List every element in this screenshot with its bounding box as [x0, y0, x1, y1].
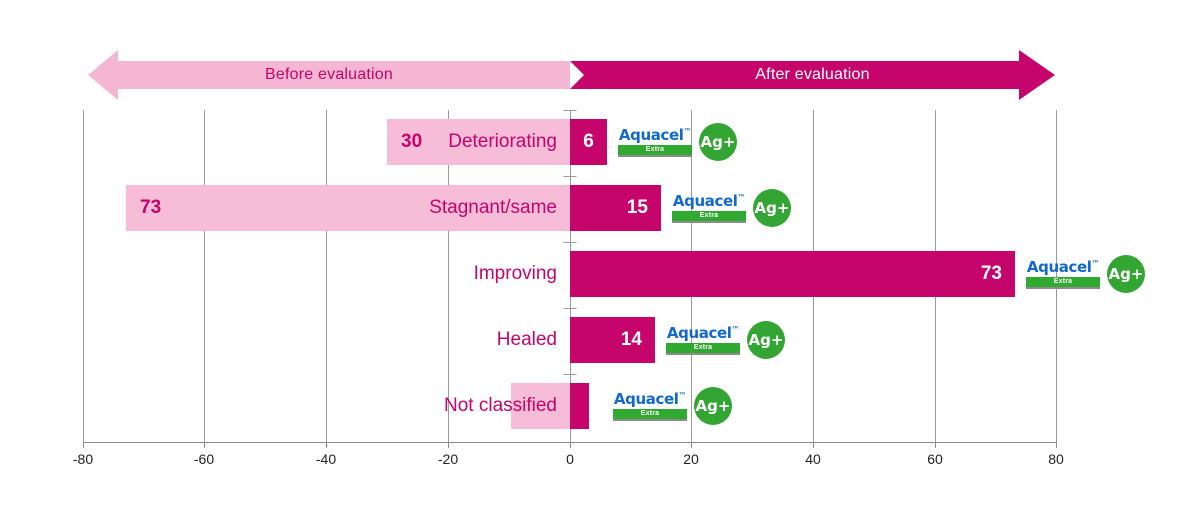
aquacel-extra-label: Extra	[645, 146, 665, 153]
aquacel-word-text: Aquacel	[1026, 257, 1092, 276]
category-label-not-classified: Not classified	[444, 395, 557, 416]
tick-mark--20	[448, 442, 449, 448]
aquacel-extra-bar: Extra	[613, 408, 687, 421]
aquacel-wordmark: Aquacel™	[613, 389, 687, 408]
aquacel-extra-label: Extra	[640, 410, 660, 417]
tick-mark--60	[204, 442, 205, 448]
tick-label--40: -40	[315, 451, 337, 467]
category-label-healed: Healed	[496, 329, 557, 350]
aquacel-mark: Aquacel™ Extra	[618, 125, 692, 157]
aquacel-extra-label: Extra	[699, 212, 719, 219]
gridline--20	[448, 110, 449, 442]
zero-notch-top	[563, 110, 577, 111]
bar-row-stagnant-same: 73 Stagnant/same 15 Aquacel™ Extra Ag+	[83, 176, 1057, 242]
gridline--40	[326, 110, 327, 442]
bar-after-healed	[570, 317, 655, 363]
plot-area: 30 Deteriorating 6 Aquacel™ Extra Ag+ 73…	[73, 110, 1145, 467]
bar-row-not-classified: Not classified Aquacel™ Extra Ag+	[83, 374, 1057, 440]
ag-plus-badge-icon: Ag+	[699, 123, 737, 161]
bar-after-deteriorating	[570, 119, 607, 165]
aquacel-extra-bar: Extra	[618, 144, 692, 157]
tick-label-20: 20	[683, 451, 699, 467]
category-label-stagnant-same: Stagnant/same	[429, 197, 557, 218]
trademark-icon: ™	[683, 126, 692, 136]
ag-plus-badge-icon: Ag+	[753, 189, 791, 227]
tick-label--20: -20	[437, 451, 459, 467]
logo-aquacel-not-classified: Aquacel™ Extra Ag+	[613, 380, 732, 432]
logo-aquacel-improving: Aquacel™ Extra Ag+	[1026, 248, 1145, 300]
tick-label-80: 80	[1048, 451, 1064, 467]
bar-before-stagnant-same	[126, 185, 570, 231]
trademark-icon: ™	[678, 390, 687, 400]
ag-plus-badge-icon: Ag+	[1107, 255, 1145, 293]
value-before-deteriorating: 30	[401, 131, 423, 152]
bar-after-improving	[570, 251, 1015, 297]
gridline-80	[1056, 110, 1057, 442]
aquacel-mark: Aquacel™ Extra	[672, 191, 746, 223]
aquacel-wordmark: Aquacel™	[1026, 257, 1100, 276]
trademark-icon: ™	[1091, 258, 1100, 268]
logo-aquacel-healed: Aquacel™ Extra Ag+	[666, 314, 785, 366]
tick-label-40: 40	[805, 451, 821, 467]
trademark-icon: ™	[731, 324, 740, 334]
zero-notch-1	[563, 176, 577, 177]
tick-mark-20	[691, 442, 692, 448]
ag-plus-badge-icon: Ag+	[694, 387, 732, 425]
aquacel-extra-label: Extra	[693, 344, 713, 351]
tick-mark-80	[1056, 442, 1057, 448]
banner-before-label: Before evaluation	[265, 66, 393, 83]
aquacel-word-text: Aquacel	[613, 389, 679, 408]
tick-label-60: 60	[927, 451, 943, 467]
banner-before-evaluation: Before evaluation	[88, 50, 570, 100]
aquacel-mark: Aquacel™ Extra	[613, 389, 687, 421]
ag-plus-badge-icon: Ag+	[747, 321, 785, 359]
bar-before-deteriorating	[387, 119, 570, 165]
aquacel-wordmark: Aquacel™	[618, 125, 692, 144]
aquacel-extra-bar: Extra	[672, 210, 746, 223]
bar-after-stagnant-same	[570, 185, 661, 231]
value-after-improving: 73	[980, 263, 1002, 284]
value-after-stagnant-same: 15	[626, 197, 648, 218]
aquacel-extra-label: Extra	[1053, 278, 1073, 285]
bar-row-improving: Improving 73 Aquacel™ Extra Ag+	[83, 242, 1145, 308]
aquacel-mark: Aquacel™ Extra	[1026, 257, 1100, 289]
value-after-deteriorating: 6	[583, 131, 594, 152]
tick-label--80: -80	[72, 451, 94, 467]
aquacel-extra-bar: Extra	[1026, 276, 1100, 289]
aquacel-mark: Aquacel™ Extra	[666, 323, 740, 355]
aquacel-wordmark: Aquacel™	[666, 323, 740, 342]
aquacel-word-text: Aquacel	[618, 125, 684, 144]
aquacel-extra-bar: Extra	[666, 342, 740, 355]
tick-mark-40	[813, 442, 814, 448]
gridline--80	[83, 110, 84, 442]
tick-label-0: 0	[566, 451, 574, 467]
bar-before-not-classified	[511, 383, 570, 429]
aquacel-word-text: Aquacel	[672, 191, 738, 210]
zero-notch-2	[563, 242, 577, 243]
category-label-deteriorating: Deteriorating	[448, 131, 557, 152]
tick-mark-60	[935, 442, 936, 448]
tick-mark-0	[570, 442, 571, 448]
category-label-improving: Improving	[473, 263, 557, 284]
tick-mark--40	[326, 442, 327, 448]
aquacel-wordmark: Aquacel™	[672, 191, 746, 210]
banner-after-evaluation: After evaluation	[570, 50, 1055, 100]
aquacel-word-text: Aquacel	[666, 323, 732, 342]
tick-label--60: -60	[193, 451, 215, 467]
bar-after-not-classified	[570, 383, 589, 429]
zero-notch-4	[563, 374, 577, 375]
banner-after-label: After evaluation	[755, 66, 870, 83]
tick-mark--80	[83, 442, 84, 448]
logo-aquacel-deteriorating: Aquacel™ Extra Ag+	[618, 116, 737, 168]
bar-row-healed: Healed 14 Aquacel™ Extra Ag+	[83, 308, 1057, 374]
value-after-healed: 14	[620, 329, 642, 350]
trademark-icon: ™	[737, 192, 746, 202]
logo-aquacel-stagnant-same: Aquacel™ Extra Ag+	[672, 182, 791, 234]
value-before-stagnant-same: 73	[140, 197, 162, 218]
gridline--60	[204, 110, 205, 442]
zero-notch-3	[563, 308, 577, 309]
bar-row-deteriorating: 30 Deteriorating 6 Aquacel™ Extra Ag+	[83, 110, 1057, 176]
